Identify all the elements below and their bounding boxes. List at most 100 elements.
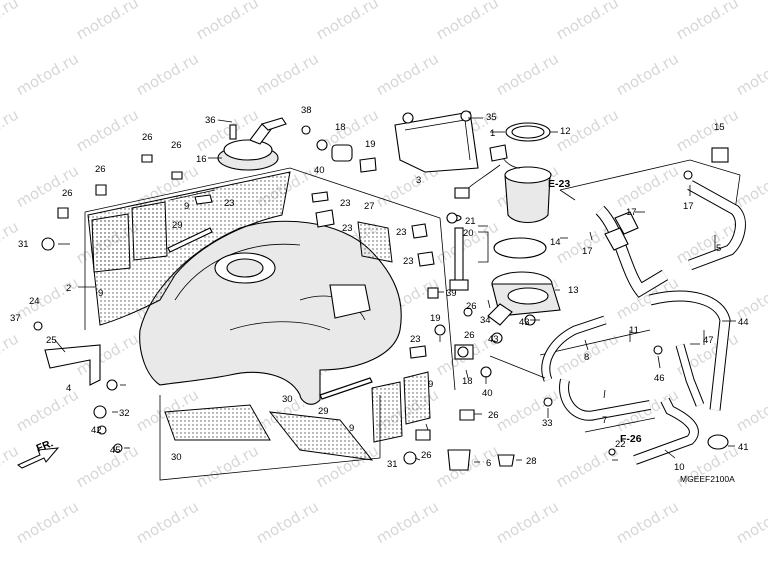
leader-lines [54,117,736,463]
callout-23: 23 [342,223,353,234]
fasteners [33,125,693,471]
watermark-text: motod.ru [493,49,562,99]
callout-17: 17 [683,201,694,212]
callout-47: 47 [703,335,714,346]
callout-35: 35 [486,112,497,123]
callout-26: 26 [142,132,153,143]
watermark-text: motod.ru [493,497,562,547]
watermark-text: motod.ru [0,329,22,379]
callout-43: 43 [519,317,530,328]
watermark-text: motod.ru [73,0,142,43]
callout-30: 30 [282,394,293,405]
callout-31: 31 [387,459,398,470]
callout-23: 23 [396,227,407,238]
watermark-text: motod.ru [373,497,442,547]
callout-44: 44 [738,317,749,328]
callout-26: 26 [464,330,475,341]
watermark-text: motod.ru [553,0,622,43]
fuel-hoses [541,147,746,465]
watermark-text: motod.ru [733,49,768,99]
watermark-text: motod.ru [13,273,82,323]
watermark-text: motod.ru [673,0,742,43]
callout-27: 27 [364,201,375,212]
bracket [394,110,479,173]
callout-23: 23 [410,334,421,345]
diagram-code: MGEEF2100A [680,474,735,484]
fuel-tank [87,171,402,405]
watermark-text: motod.ru [0,441,22,491]
callout-labels: 1234567899991011121314151617171718181919… [10,105,749,473]
callout-11: 11 [629,325,639,336]
callout-29: 29 [172,220,183,231]
watermark-text: motod.ru [733,497,768,547]
callout-26: 26 [488,410,499,421]
watermark-text: motod.ru [193,0,262,43]
callout-5: 5 [716,243,721,254]
callout-17: 17 [582,246,593,257]
callout-26: 26 [95,164,106,175]
callout-25: 25 [46,335,57,346]
callout-26: 26 [171,140,182,151]
callout-13: 13 [568,285,579,296]
watermark-text: motod.ru [253,497,322,547]
watermark-text: motod.ru [193,441,262,491]
callout-38: 38 [301,105,312,116]
watermark-text: motod.ru [133,497,202,547]
lower-covers [164,189,374,461]
callout-10: 10 [674,462,685,473]
callout-23: 23 [224,198,235,209]
callout-40: 40 [314,165,325,176]
callout-26: 26 [421,450,432,461]
callout-24: 24 [29,296,40,307]
callout-22: 22 [615,439,626,450]
callout-29: 29 [318,406,329,417]
callout-20: 20 [463,228,474,239]
watermark-text: motod.ru [0,105,22,155]
callout-18: 18 [462,376,473,387]
callout-34: 34 [480,315,491,326]
watermark-text: motod.ru [613,49,682,99]
callout-45: 45 [110,445,121,456]
callout-40: 40 [482,388,493,399]
watermark-text: motod.ru [0,0,22,43]
callout-6: 6 [486,458,491,469]
callout-30: 30 [171,452,182,463]
callout-18: 18 [335,122,346,133]
watermark-text: motod.ru [433,0,502,43]
watermark-text: motod.ru [313,0,382,43]
fuel-pump [454,122,561,317]
front-label: FR. [35,437,55,454]
callout-32: 32 [119,408,130,419]
callout-28: 28 [526,456,537,467]
callout-16: 16 [196,154,207,165]
watermark-text: motod.ru [733,273,768,323]
watermark-text: motod.ru [13,49,82,99]
watermark-text: motod.ru [673,105,742,155]
callout-46: 46 [654,373,665,384]
callout-8: 8 [584,352,589,363]
callout-15: 15 [714,122,725,133]
callout-23: 23 [403,256,414,267]
callout-9: 9 [98,288,103,299]
ref-label-e23: E-23 [548,178,570,190]
callout-39: 39 [446,288,457,299]
callout-12: 12 [560,126,571,137]
callout-43: 43 [488,334,499,345]
callout-9: 9 [428,379,433,390]
watermark-text: motod.ru [733,385,768,435]
assembly-frame [84,159,741,481]
callout-2: 2 [66,283,71,294]
callout-4: 4 [66,383,71,394]
callout-19: 19 [430,313,441,324]
callout-21: 21 [465,216,476,227]
ref-label-f26: F-26 [620,433,642,445]
callout-3: 3 [416,175,421,186]
watermark-text: motod.ru [373,49,442,99]
callout-36: 36 [205,115,216,126]
callout-31: 31 [18,239,29,250]
watermark-text: motod.ru [613,161,682,211]
callout-33: 33 [542,418,553,429]
callout-37: 37 [10,313,21,324]
callout-23: 23 [340,198,351,209]
